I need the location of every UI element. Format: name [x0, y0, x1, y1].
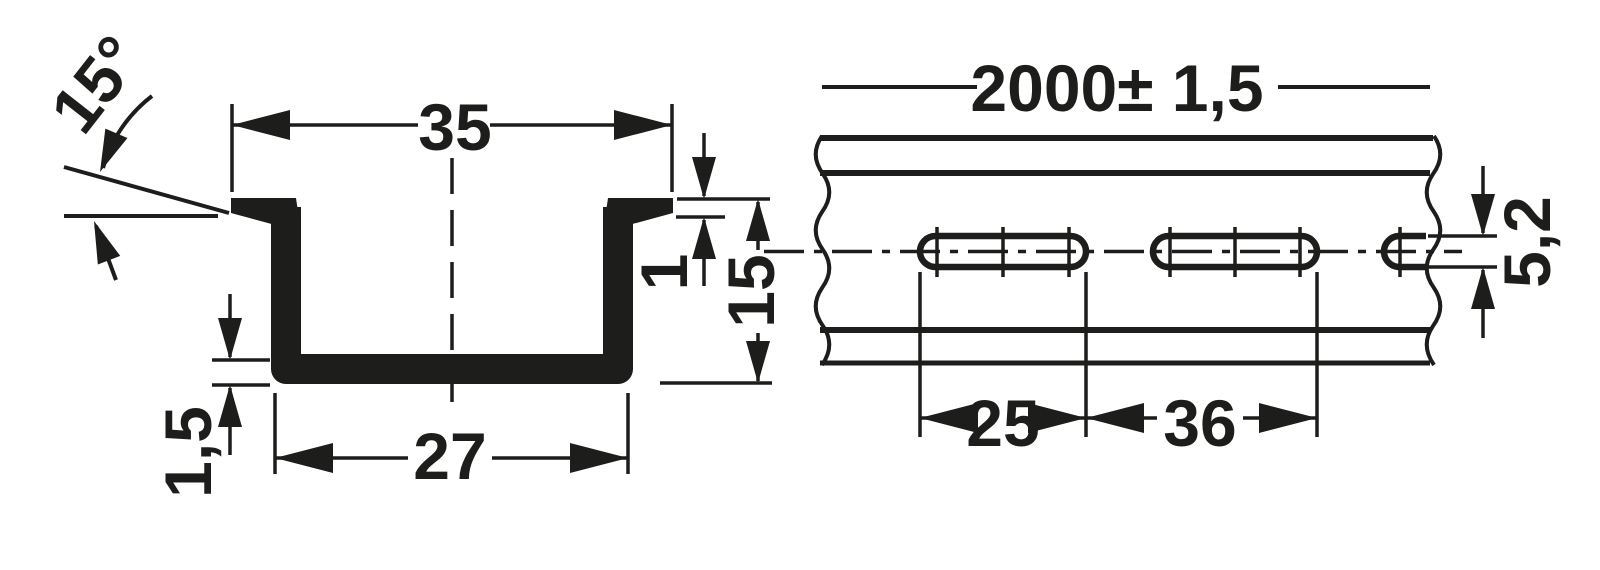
top-view: 2000± 1,5 25 36 5,2	[764, 51, 1564, 460]
arrowhead	[275, 443, 333, 473]
arrowhead	[746, 199, 770, 241]
dim-base-thickness-label: 1,5	[151, 406, 225, 498]
arrowhead	[692, 217, 716, 259]
dim-lip-thickness-label: 1	[627, 254, 701, 291]
dim-flange-angle-label: 15°	[36, 22, 156, 146]
cross-section-view: 35 27 1 15	[36, 22, 788, 498]
dim-slot-width: 5,2	[1428, 166, 1564, 338]
dim-slot-pitch: 36	[1086, 272, 1319, 460]
dim-flange-angle: 15°	[36, 22, 230, 281]
arrowhead	[82, 216, 121, 265]
dim-slot-width-label: 5,2	[1490, 196, 1564, 288]
dim-slot-length-label: 25	[966, 386, 1039, 460]
dim-height: 15	[660, 199, 788, 385]
arrowhead	[692, 157, 716, 199]
dim-inner-width: 27	[273, 393, 630, 493]
arrowhead	[1086, 403, 1144, 433]
break-line-left	[813, 134, 832, 367]
angle-reference-line-slanted	[63, 165, 230, 215]
dim-overall-length-label: 2000± 1,5	[970, 51, 1263, 125]
arrowhead	[746, 341, 770, 383]
dim-overall-width: 35	[230, 90, 674, 192]
dim-lip-thickness: 1	[627, 133, 770, 290]
rail-profile-right-lip	[603, 198, 673, 232]
arrowhead	[614, 110, 672, 140]
dim-overall-width-label: 35	[418, 90, 491, 164]
dim-slot-pitch-label: 36	[1163, 386, 1236, 460]
slot-center-marks	[935, 227, 1402, 277]
arrowhead	[570, 443, 628, 473]
dim-base-thickness: 1,5	[151, 294, 270, 498]
arrowhead	[1259, 403, 1317, 433]
arrowhead	[218, 318, 242, 360]
arrowhead	[232, 110, 290, 140]
dim-height-label: 15	[714, 254, 788, 327]
dim-slot-length: 25	[918, 272, 1088, 460]
dim-overall-length: 2000± 1,5	[822, 51, 1430, 125]
dim-inner-width-label: 27	[413, 419, 486, 493]
rail-profile-left-lip	[231, 198, 301, 232]
slot-3-partial	[1380, 232, 1426, 271]
